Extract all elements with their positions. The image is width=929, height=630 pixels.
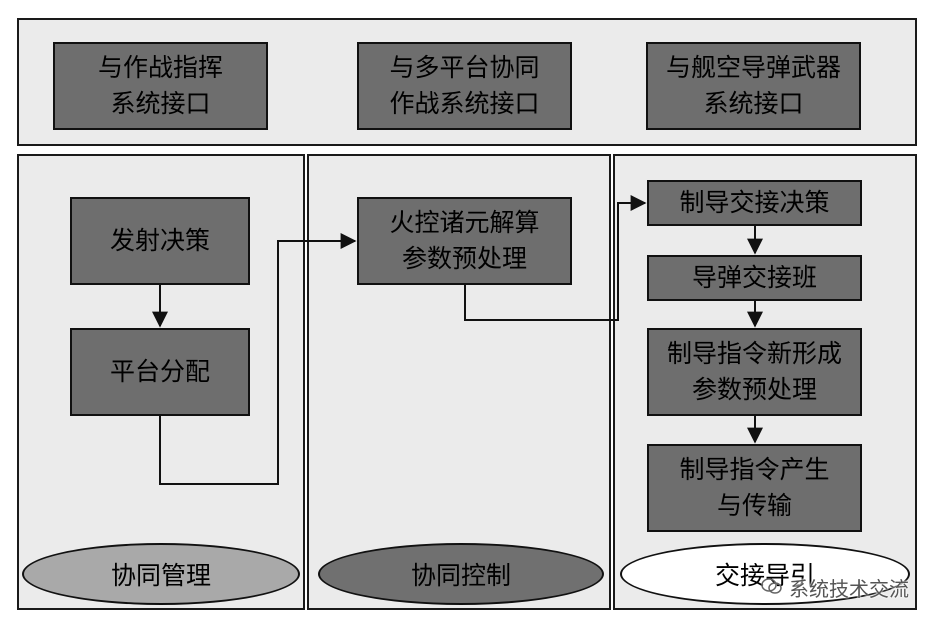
interface-box-command: 与作战指挥 系统接口 [53,42,268,130]
arrow-allocation-to-firecontrol [159,233,357,485]
ellipse-control: 协同控制 [318,543,604,605]
interface-box-missile: 与舰空导弹武器 系统接口 [646,42,861,130]
launch-decision-box: 发射决策 [70,197,250,285]
ellipse-management: 协同管理 [22,543,300,605]
arrow-firecontrol-to-guidance [464,195,647,321]
watermark-text: 系统技术交流 [789,577,909,601]
wechat-icon [761,576,783,600]
interface-box-multiplatform: 与多平台协同 作战系统接口 [357,42,572,130]
missile-handover-box: 导弹交接班 [647,255,862,301]
guidance-command-transmit-box: 制导指令产生 与传输 [647,444,862,532]
guidance-param-preprocess-box: 制导指令新形成 参数预处理 [647,328,862,416]
fire-control-solution-box: 火控诸元解算 参数预处理 [357,197,572,285]
watermark: 系统技术交流 [761,573,909,602]
platform-allocation-box: 平台分配 [70,328,250,416]
guidance-handover-decision-box: 制导交接决策 [647,180,862,226]
ellipse-handover: 交接导引 [620,543,910,605]
